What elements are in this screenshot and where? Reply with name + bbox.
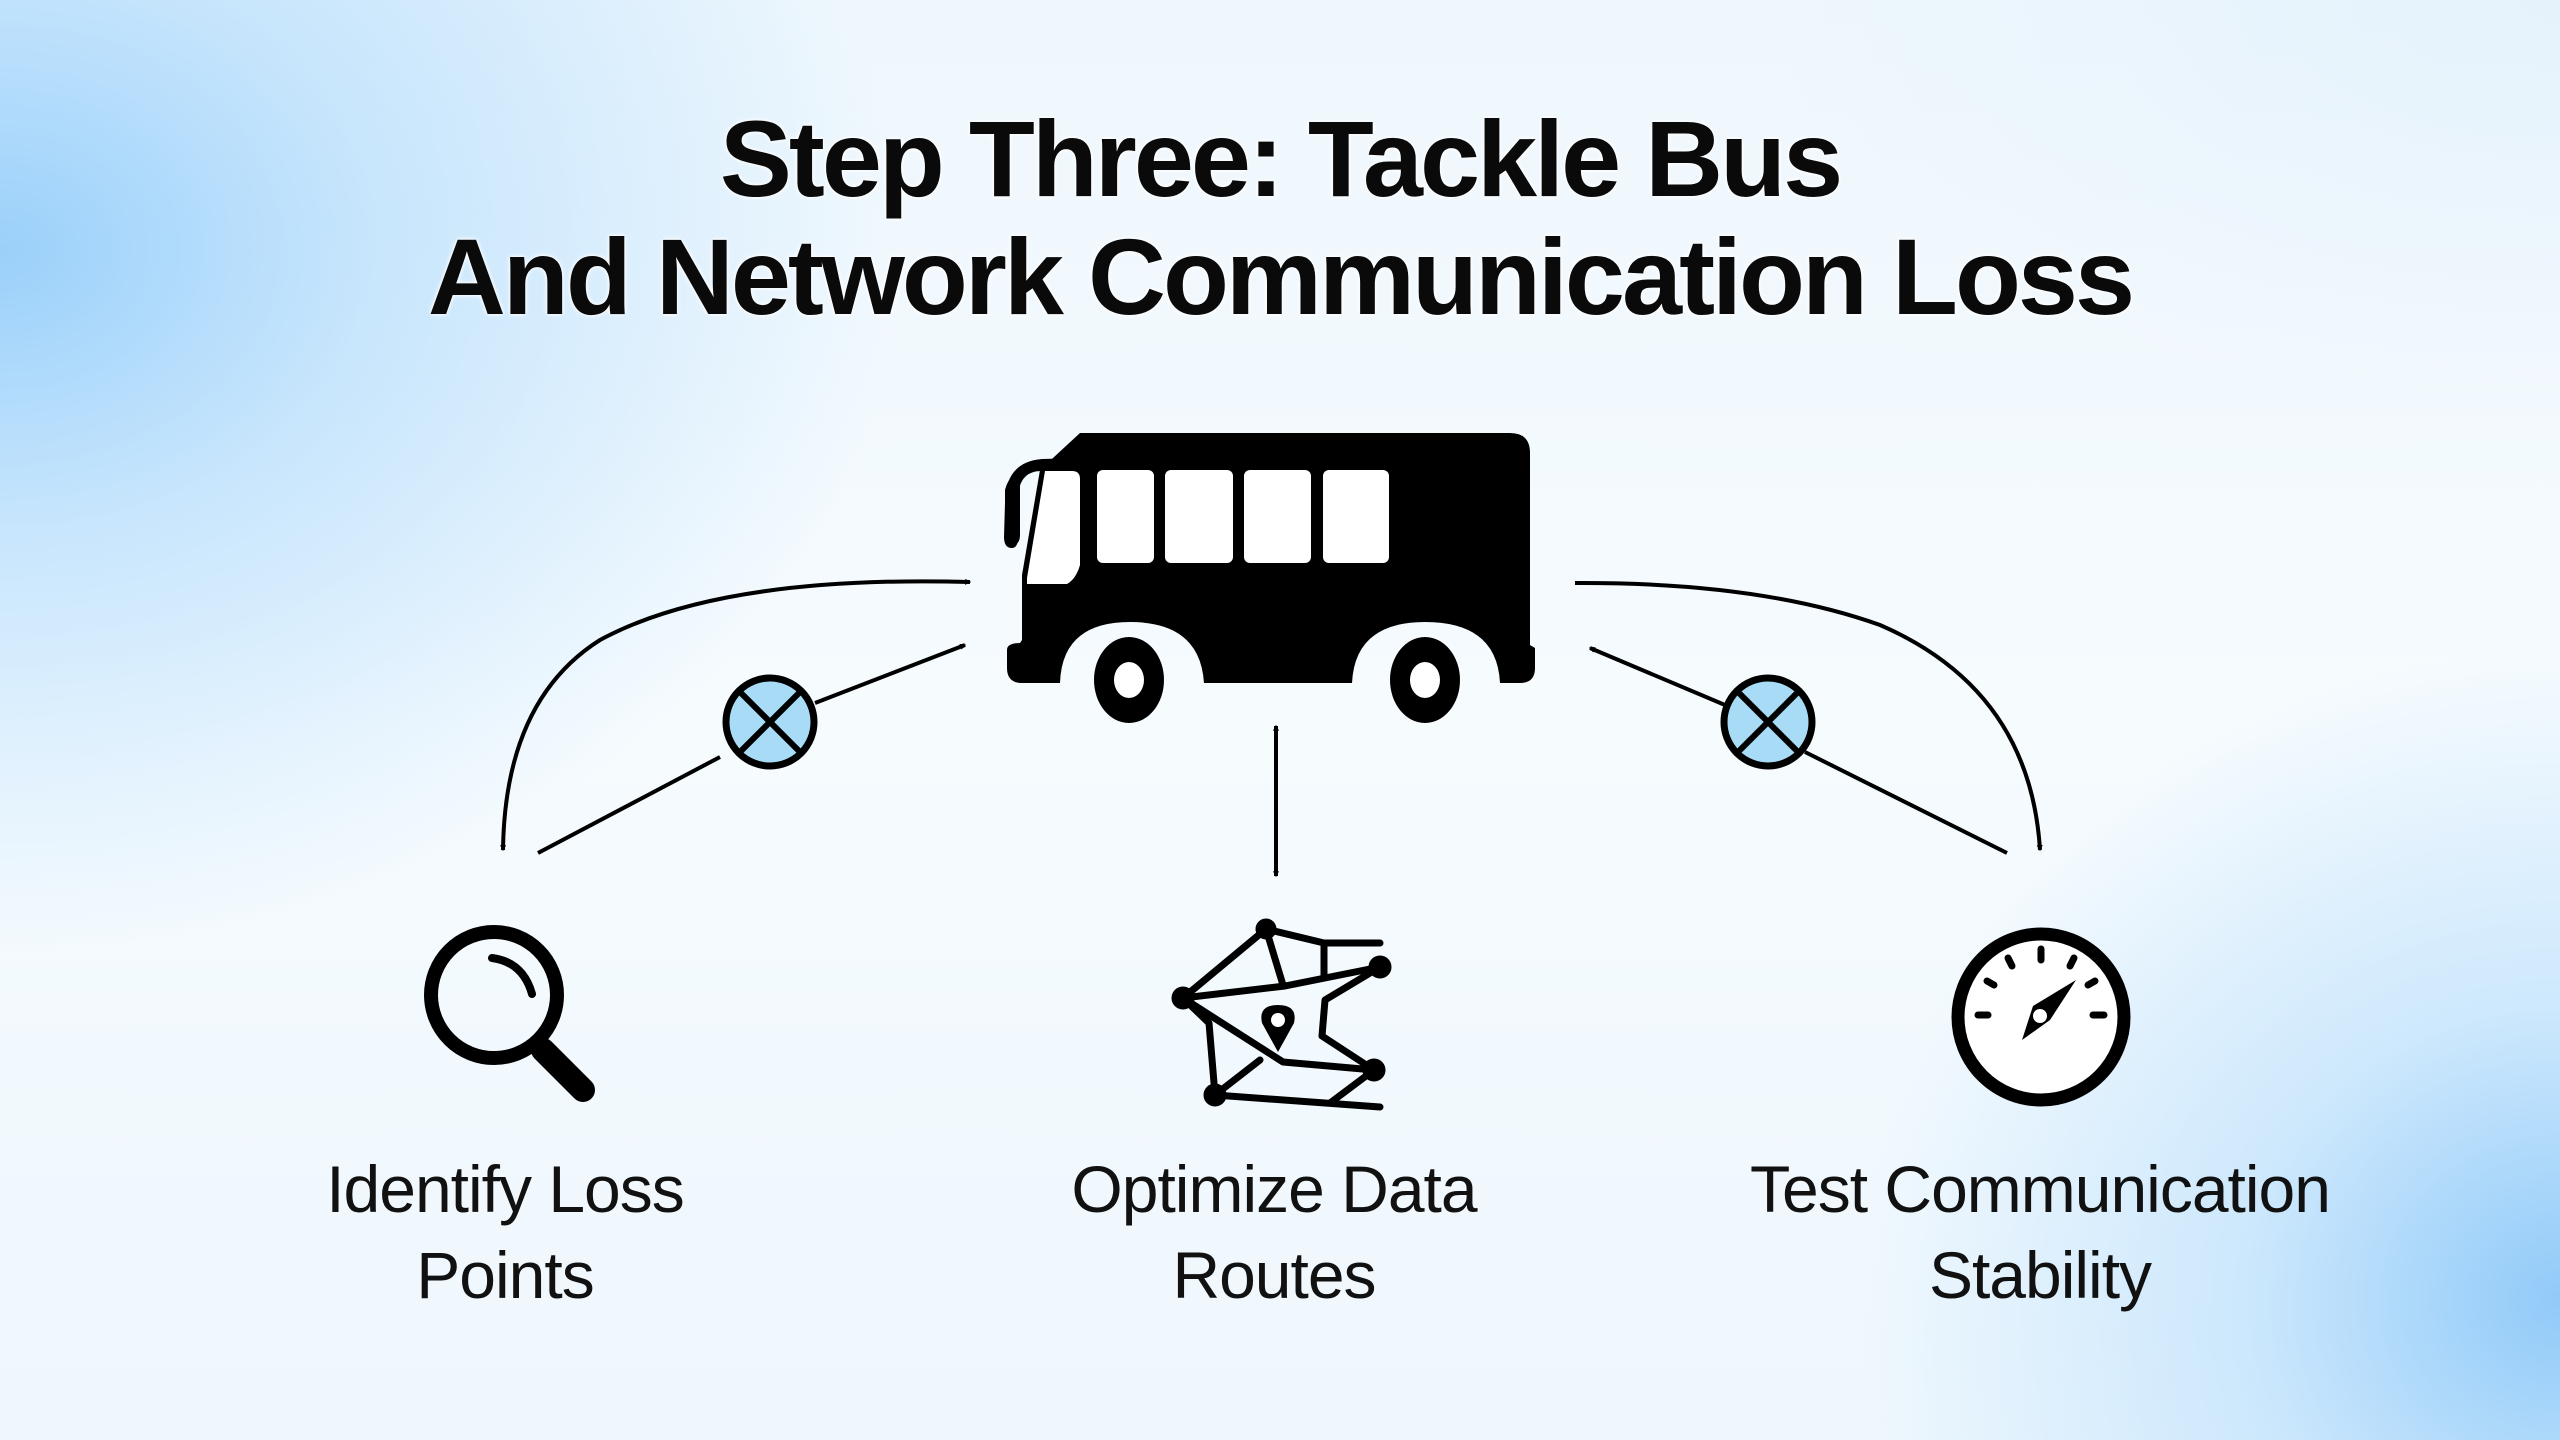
bus-wheel-rear (1390, 637, 1460, 723)
bus-wheel-front (1094, 637, 1164, 723)
location-pin-icon (1261, 1005, 1295, 1052)
blocked-signal-icon (1720, 674, 1816, 770)
bus-windows (1027, 470, 1389, 584)
route-map-icon (1171, 918, 1392, 1111)
right-blocked-line-upper (1588, 646, 1726, 707)
gauge-icon (1951, 927, 2131, 1107)
right-blocked-line-lower (1804, 750, 2008, 855)
step-label-test-communication-stability: Test Communication Stability (1750, 1152, 2331, 1312)
step-label-optimize-data-routes: Optimize Data Routes (1071, 1152, 1477, 1312)
title-line-2: And Network Communication Loss (427, 216, 2135, 337)
title-line-1: Step Three: Tackle Bus (719, 98, 1843, 219)
step-label-identify-loss-points: Identify Loss Points (326, 1152, 685, 1312)
blocked-signal-icon (722, 674, 818, 770)
right-curved-arrow (1574, 580, 2043, 852)
magnifier-icon (424, 925, 595, 1102)
left-curved-arrow (500, 578, 972, 852)
left-blocked-line (537, 645, 965, 855)
page-title: Step Three: Tackle Bus And Network Commu… (0, 100, 2560, 336)
